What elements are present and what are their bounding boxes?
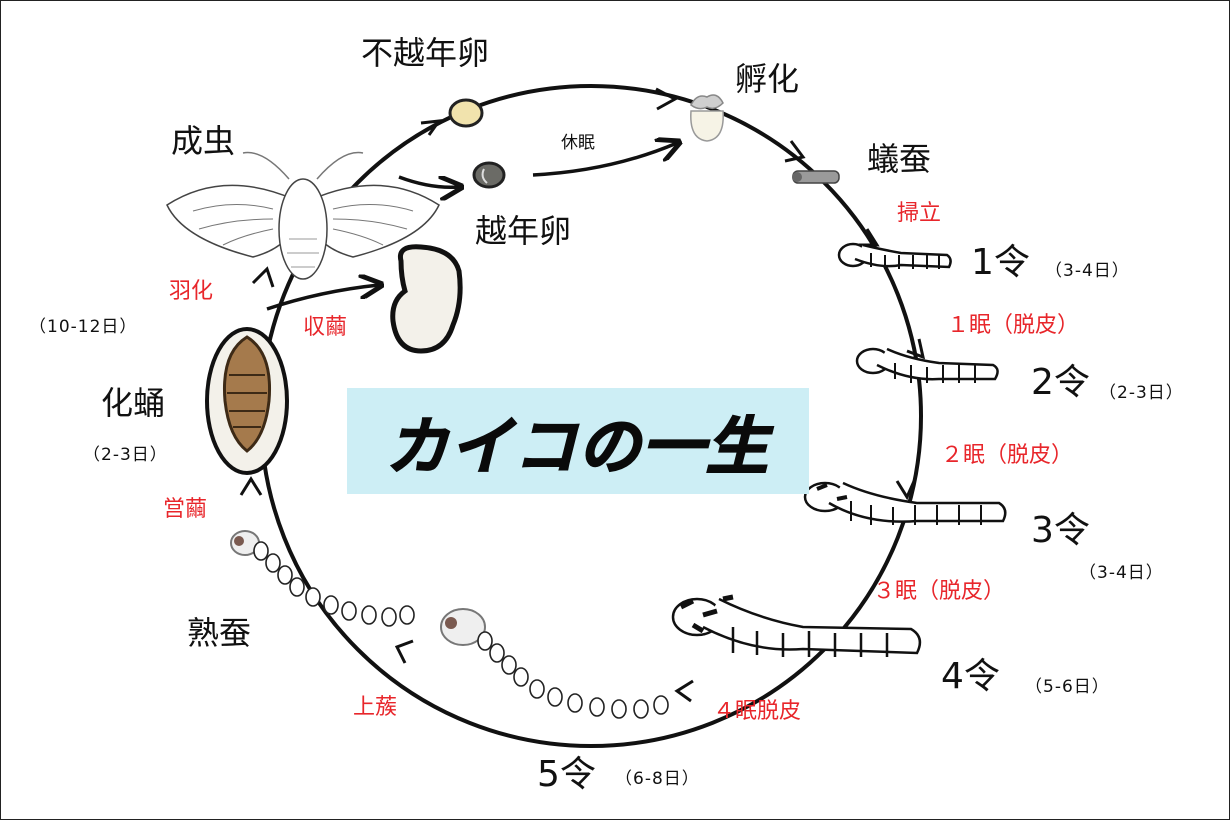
title-box: カイコの一生 (347, 388, 809, 494)
label-brushing: 掃立 (897, 201, 942, 226)
arrow-bottom-icon (674, 679, 694, 703)
larva-icon (855, 347, 999, 383)
cocoon-icon (390, 244, 463, 354)
pupa-in-cocoon-icon (205, 327, 289, 475)
egg-icon (472, 161, 506, 189)
label-adult: 成虫 (171, 122, 236, 160)
label-adult-duration: （10-12日） (29, 317, 138, 337)
egg-icon (448, 98, 484, 128)
label-instar-5-days: （6-8日） (615, 769, 700, 789)
label-pupation: 化蛹 (101, 384, 166, 422)
larva-icon (440, 608, 669, 719)
label-molt-1: １眠（脱皮） (947, 313, 1080, 338)
newborn-larva-icon (792, 170, 840, 184)
arrow-dormancy (532, 143, 677, 177)
arrow-cocoon-harvest (266, 285, 379, 311)
label-non-diapause-egg: 不越年卵 (361, 34, 490, 72)
label-molt-3: ３眠（脱皮） (873, 579, 1006, 604)
label-newborn-larva: 蟻蚕 (867, 140, 932, 178)
label-diapause-egg: 越年卵 (475, 212, 572, 250)
arrow-bottom-left-icon (394, 639, 414, 664)
label-spinning: 営繭 (163, 497, 208, 522)
label-pupa-duration: （2-3日） (83, 445, 168, 465)
arrow-left-high-icon (251, 266, 275, 288)
label-instar-1: 1令 (971, 242, 1030, 283)
label-instar-5: 5令 (537, 754, 596, 795)
label-molt-4: ４眠脱皮 (713, 699, 802, 724)
label-cocoon-harvest: 収繭 (303, 315, 348, 340)
label-instar-4-days: （5-6日） (1025, 677, 1110, 697)
label-dormancy: 休眠 (561, 133, 595, 153)
larva-icon (671, 594, 922, 657)
arrow-right2-icon (906, 338, 926, 360)
hatched-egg-icon (690, 94, 724, 142)
arrow-left-low-icon (239, 476, 263, 496)
label-instar-3-days: （3-4日） (1079, 563, 1164, 583)
arrow-hatch-icon (784, 140, 806, 163)
label-instar-1-days: （3-4日） (1045, 261, 1130, 281)
label-hatching: 孵化 (735, 60, 800, 98)
arrow-top-icon (655, 87, 679, 111)
label-emergence: 羽化 (169, 279, 214, 304)
larva-icon (230, 530, 415, 627)
label-instar-2-days: （2-3日） (1099, 383, 1184, 403)
larva-icon (803, 481, 1007, 525)
label-instar-4: 4令 (941, 656, 1000, 697)
diagram-title: カイコの一生 (385, 409, 770, 484)
arrow-adult-to-egg (398, 177, 459, 187)
label-molt-2: ２眠（脱皮） (941, 443, 1074, 468)
arrow-top-left-icon (420, 119, 443, 136)
moth-icon (166, 151, 440, 280)
arrow-right3-icon (895, 478, 917, 501)
label-mature-larva: 熟蚕 (187, 614, 252, 652)
label-instar-2: 2令 (1031, 362, 1090, 403)
larva-icon (837, 242, 952, 269)
label-mounting: 上蔟 (353, 695, 398, 720)
label-instar-3: 3令 (1031, 510, 1090, 551)
